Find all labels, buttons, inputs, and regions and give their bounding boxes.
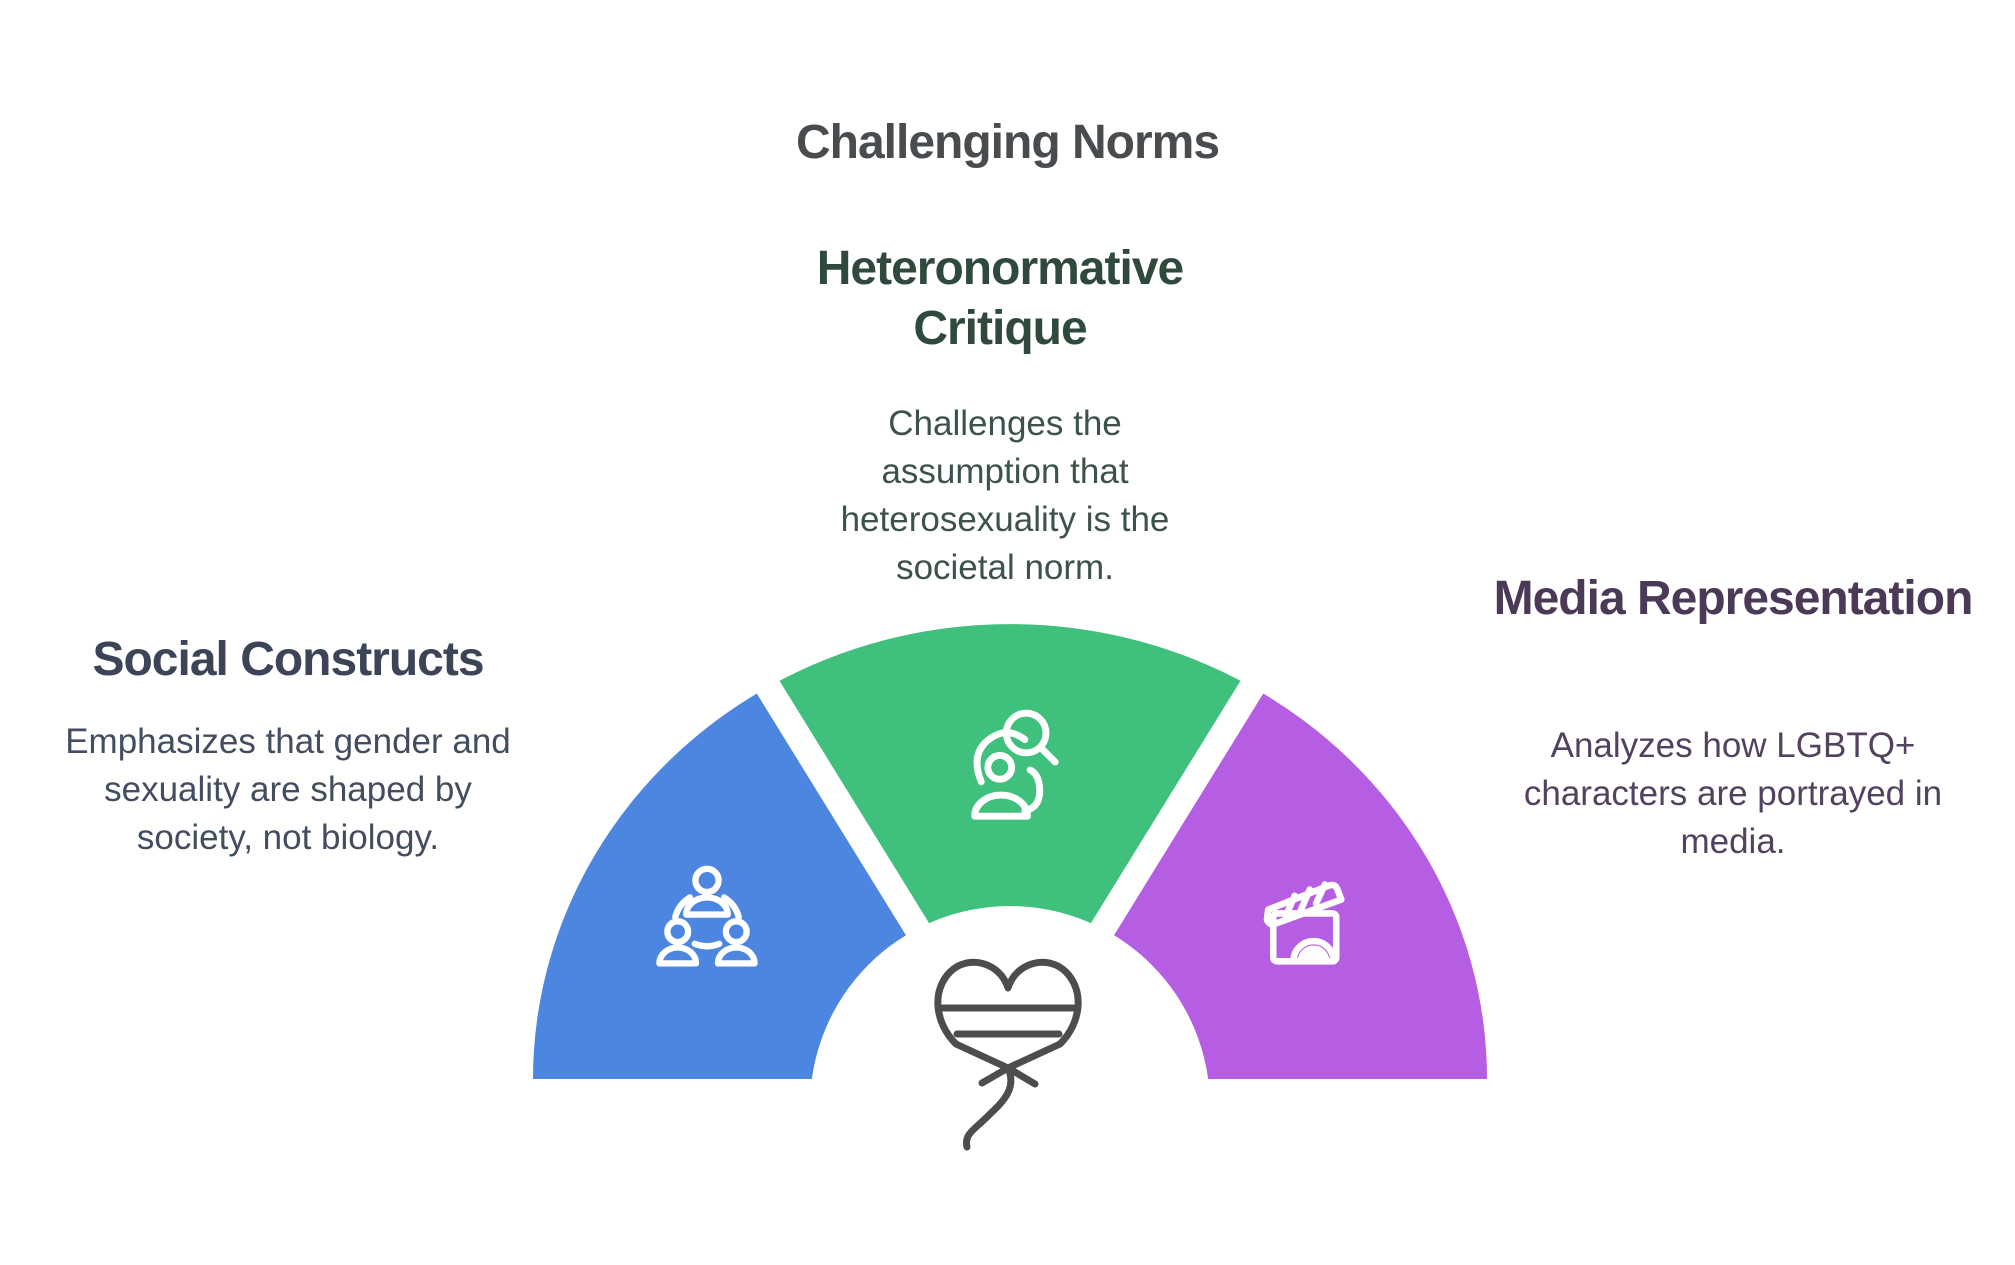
segment-heteronormative-critique [768, 624, 1252, 1079]
community-icon [656, 865, 758, 967]
body-heteronormative-critique: Challenges the assumption that heterosex… [840, 404, 1170, 587]
body-social-constructs: Emphasizes that gender and sexuality are… [65, 722, 511, 857]
body-media-representation: Analyzes how LGBTQ+ characters are portr… [1523, 726, 1943, 861]
heading-heteronormative-critique: Heteronormative Critique [816, 242, 1184, 355]
person-magnifier-icon [971, 709, 1059, 820]
heading-media-representation: Media Representation [1493, 572, 1974, 625]
clapperboard-rainbow-icon [1263, 881, 1345, 965]
page-title: Challenging Norms [795, 116, 1220, 169]
heading-social-constructs: Social Constructs [92, 633, 484, 686]
heart-balloon-icon [934, 958, 1082, 1151]
